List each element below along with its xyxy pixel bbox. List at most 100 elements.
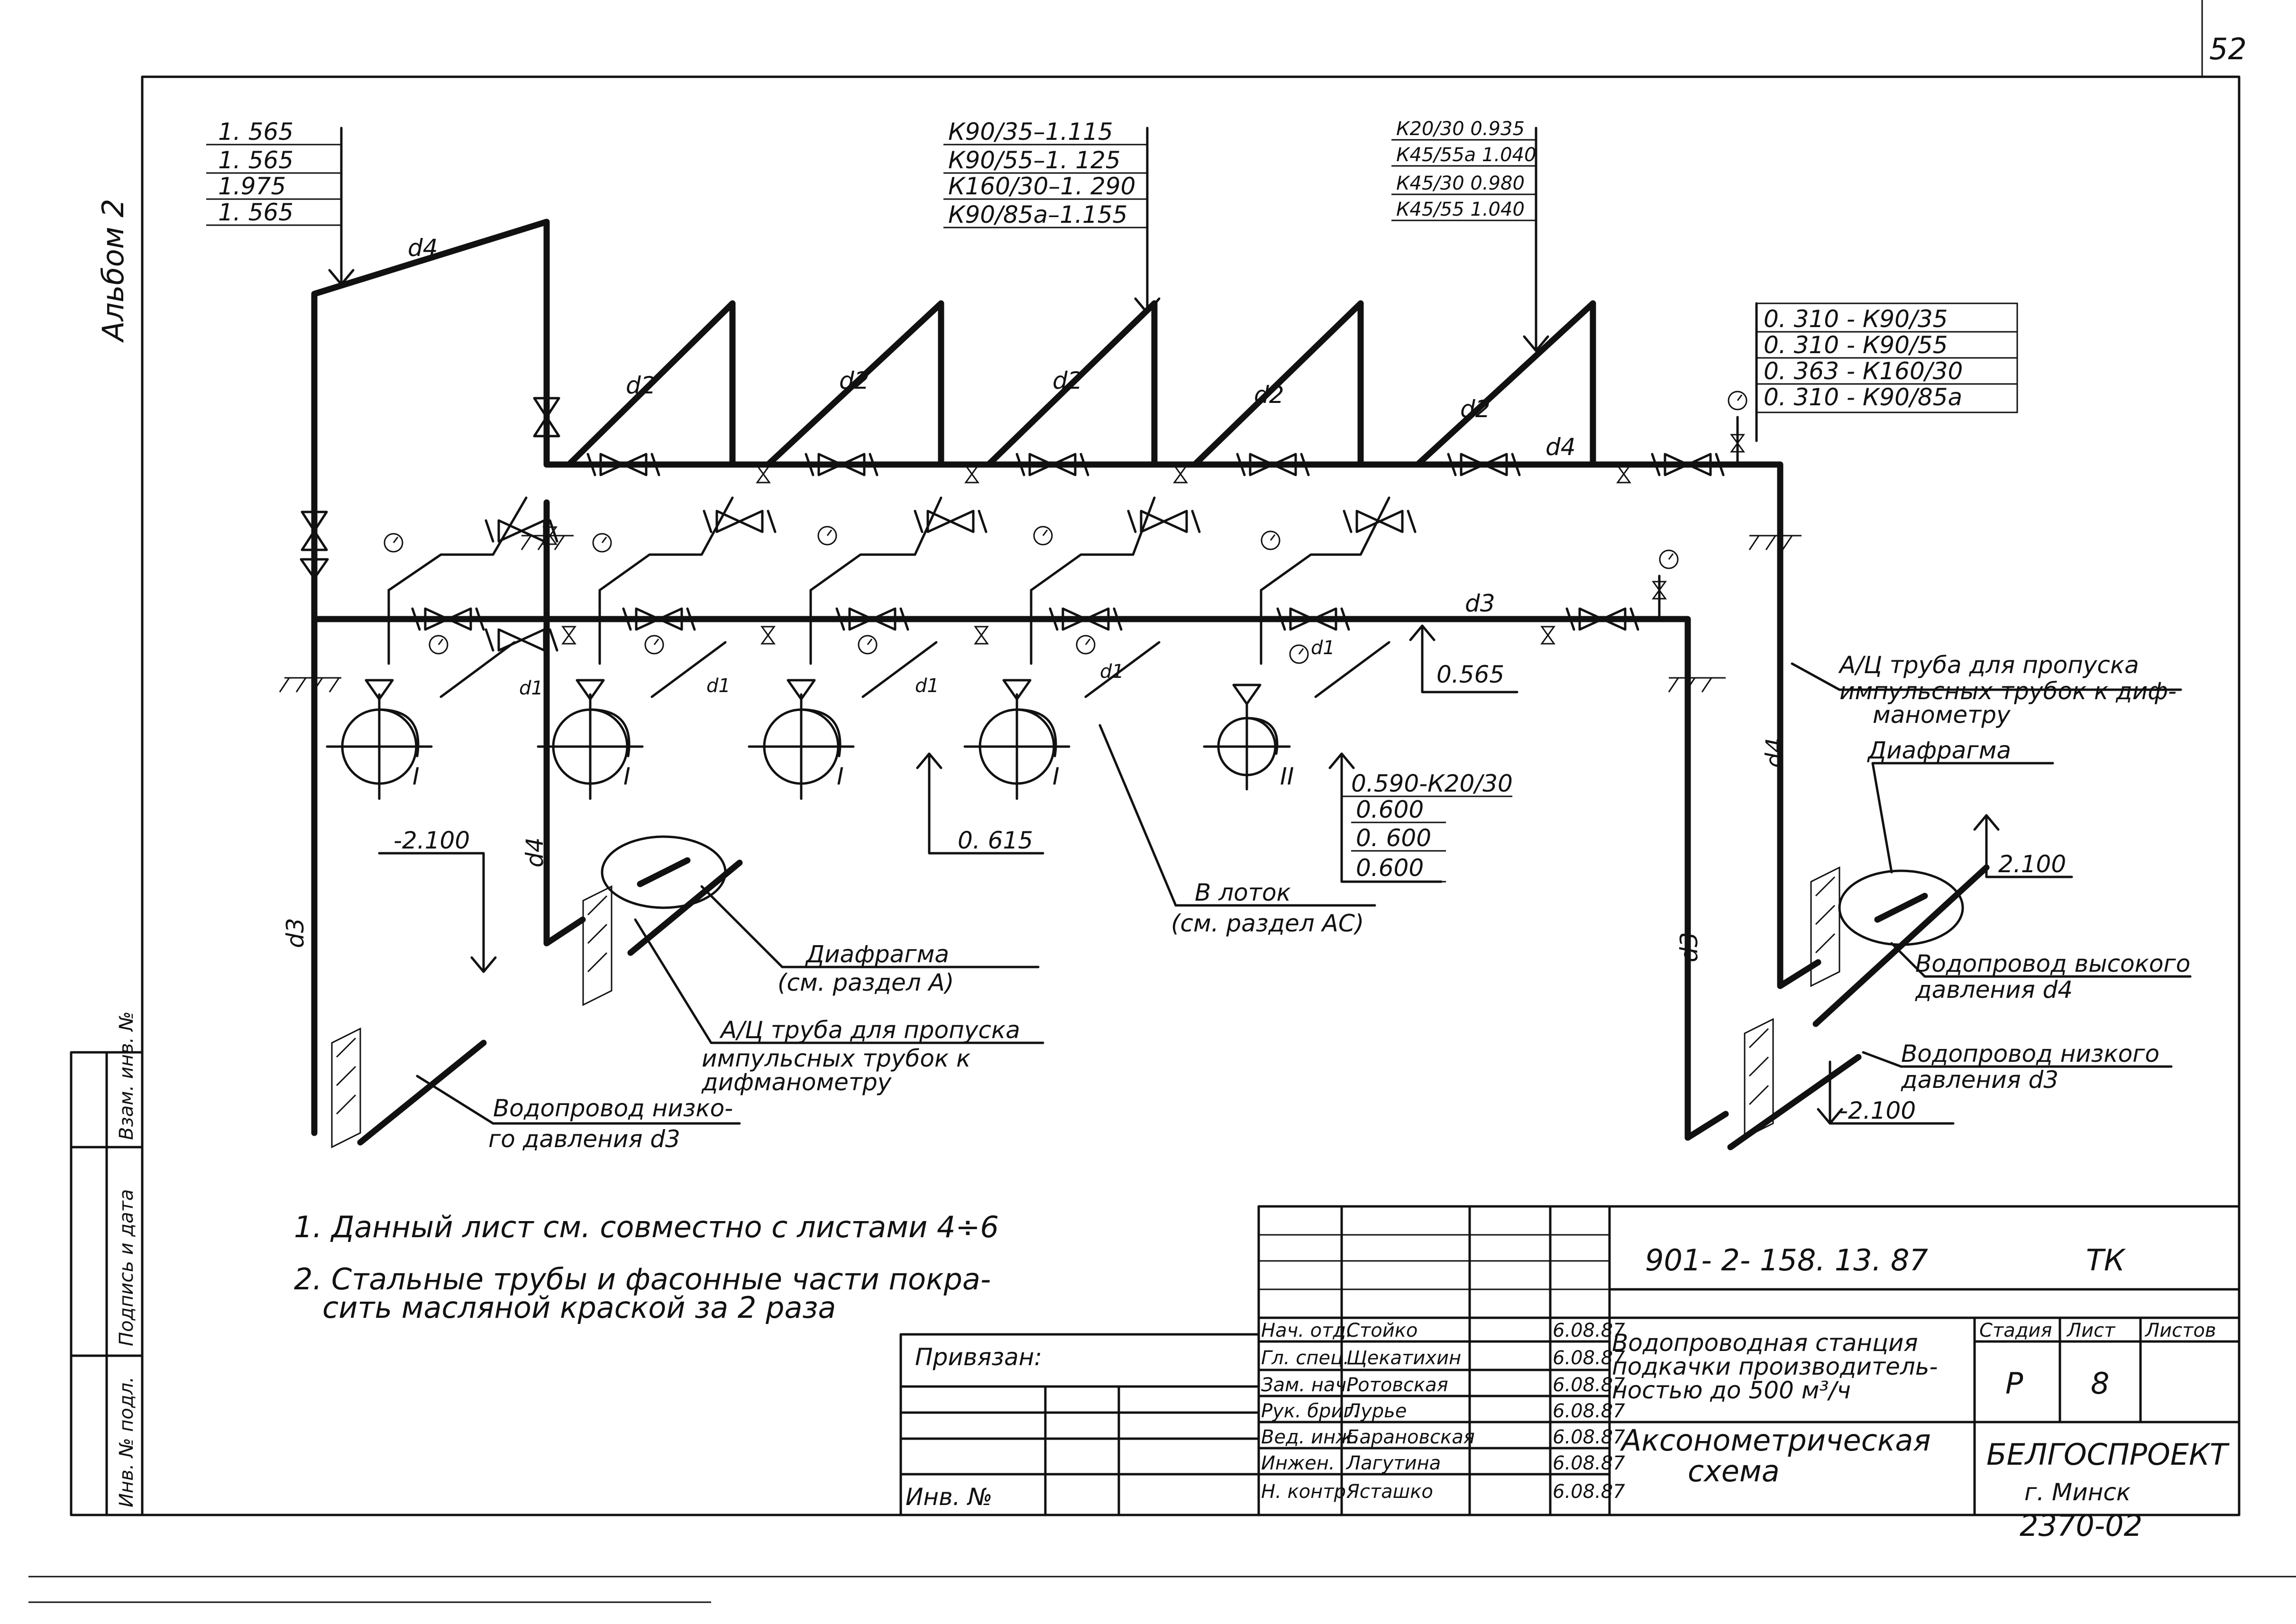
elev-tc-4: К90/85а–1.155 xyxy=(948,201,1127,228)
staff-name-4: Лурье xyxy=(1345,1400,1407,1422)
note-1: 1. Данный лист см. совместно с листами 4… xyxy=(294,1210,999,1244)
stage-value: Р xyxy=(2005,1366,2023,1401)
callout-pipe-right-2: импульсных трубок к диф- xyxy=(1839,677,2177,705)
staff-date-7: 6.08.87 xyxy=(1553,1481,1625,1503)
elev-rs-4: 0. 310 - К90/85а xyxy=(1764,383,1962,411)
elevations-right-side: 0. 310 - К90/35 0. 310 - К90/55 0. 363 -… xyxy=(1756,302,2018,413)
staff-role-1: Нач. отд. xyxy=(1261,1320,1352,1341)
elevations-top-left: 1. 565 1. 565 1.975 1. 565 xyxy=(206,118,341,226)
doc-code: 901- 2- 158. 13. 87 xyxy=(1645,1243,1928,1277)
pressure-gauges xyxy=(384,391,1747,664)
mark-d4-right: d4 xyxy=(1761,738,1788,768)
elevations-top-right: К20/30 0.935 К45/55а 1.040 К45/30 0.980 … xyxy=(1391,118,1536,221)
elev-cl-4: 0.600 xyxy=(1356,854,1424,882)
mark-d2-5: d2 xyxy=(1460,395,1491,423)
elevations-single: 0.565 0. 615 -2.100 2.100 -2.100 xyxy=(393,661,2066,1124)
callout-pipe-center-1: А/Ц труба для пропуска xyxy=(719,1016,1020,1044)
stage-label: Стадия xyxy=(1979,1320,2052,1341)
pump-label-1: I xyxy=(412,763,420,790)
mark-d4-left: d4 xyxy=(521,837,549,867)
sheet-value: 8 xyxy=(2091,1366,2109,1401)
elev-m2100-left: -2.100 xyxy=(393,827,470,854)
elev-rs-1: 0. 310 - К90/35 xyxy=(1764,305,1948,333)
staff-role-3: Зам. нач. xyxy=(1261,1374,1353,1396)
album-label: Альбом 2 xyxy=(96,199,130,343)
mark-d1-1: d1 xyxy=(519,677,543,699)
staff-role-2: Гл. спец. xyxy=(1261,1347,1349,1369)
staff-name-2: Щекатихин xyxy=(1346,1347,1461,1369)
staff-name-6: Лагутина xyxy=(1345,1452,1441,1474)
staff-role-7: Н. контр. xyxy=(1261,1481,1352,1503)
callout-pipe-center-3: дифманометру xyxy=(701,1068,892,1096)
elev-tl-2: 1. 565 xyxy=(218,146,293,174)
stamp-replacement-inv: Взам. инв. № xyxy=(116,1011,137,1140)
elevations-center-low: 0.590-К20/30 0.600 0. 600 0.600 xyxy=(1342,770,1513,883)
callout-low-water-left-1: Водопровод низко- xyxy=(493,1095,733,1122)
elev-cl-2: 0.600 xyxy=(1356,796,1424,823)
pipe-size-marks: d4 d2 d2 d2 d2 d2 d4 d3 d4 d3 d3 d4 d1 d… xyxy=(282,234,1788,962)
mark-d2-2: d2 xyxy=(839,367,869,394)
mark-d3-right: d3 xyxy=(1675,932,1703,962)
elev-tl-3: 1.975 xyxy=(218,173,286,200)
callout-pipe-right-3: манометру xyxy=(1873,701,2011,729)
elev-tl-1: 1. 565 xyxy=(218,118,293,146)
floor-marks xyxy=(279,535,1840,1149)
callout-diaphragm-center-2: (см. раздел А) xyxy=(778,969,954,996)
pump-label-3: I xyxy=(837,763,844,790)
elev-0615: 0. 615 xyxy=(958,827,1033,854)
callout-low-water-left-2: го давления d3 xyxy=(488,1125,680,1153)
mark-d1-5: d1 xyxy=(1311,637,1335,659)
callout-high-water-2: давления d4 xyxy=(1915,976,2073,1004)
elev-tc-3: К160/30–1. 290 xyxy=(948,173,1135,200)
staff-name-7: Ясташко xyxy=(1346,1481,1433,1503)
stamp-signature-date: Подпись и дата xyxy=(116,1189,137,1346)
pump-label-4: I xyxy=(1052,763,1060,790)
staff-date-2: 6.08.87 xyxy=(1553,1347,1625,1369)
mark-d2-4: d2 xyxy=(1254,381,1284,409)
project-line-1: Водопроводная станция xyxy=(1612,1329,1918,1357)
mark-d3-header: d3 xyxy=(1465,590,1495,617)
pump-label-2: I xyxy=(623,763,631,790)
mark-d4-header: d4 xyxy=(1546,433,1576,461)
staff-date-5: 6.08.87 xyxy=(1553,1426,1625,1448)
staff-role-4: Рук. бриг. xyxy=(1261,1400,1359,1422)
note-2-line-2: сить масляной краской за 2 раза xyxy=(322,1290,836,1325)
callout-diaphragm-right: Диафрагма xyxy=(1867,737,2011,764)
side-stamp: Инв. № подл. Подпись и дата Взам. инв. № xyxy=(70,1011,144,1516)
elev-tr-4: К45/55 1.040 xyxy=(1396,199,1525,220)
elevations-top-center: К90/35–1.115 К90/55–1. 125 К160/30–1. 29… xyxy=(943,118,1147,228)
elev-cl-1: 0.590-К20/30 xyxy=(1351,770,1513,797)
callout-pipe-center-2: импульсных трубок к xyxy=(702,1045,970,1072)
mark-d2-1: d2 xyxy=(626,372,656,399)
elev-tc-2: К90/55–1. 125 xyxy=(948,146,1121,174)
note-2-line-1: 2. Стальные трубы и фасонные части покра… xyxy=(294,1262,991,1296)
callout-diaphragm-center-1: Диафрагма xyxy=(805,940,949,968)
pump-label-5: II xyxy=(1280,763,1294,790)
callout-low-water-right-1: Водопровод низкого xyxy=(1901,1040,2159,1067)
valves xyxy=(300,398,1745,650)
organization-city: г. Минск xyxy=(2024,1478,2131,1506)
callout-pipe-right-1: А/Ц труба для пропуска xyxy=(1838,651,2139,679)
pumps: I I I I II xyxy=(326,679,1294,800)
staff-name-5: Барановская xyxy=(1346,1426,1475,1448)
staff-name-3: Ротовская xyxy=(1346,1374,1448,1396)
sheet-frame: 52 Альбом 2 xyxy=(28,0,2296,1603)
stamp-inv-orig: Инв. № подл. xyxy=(116,1377,137,1507)
callout-high-water-1: Водопровод высокого xyxy=(1915,950,2190,977)
mark-d3-left: d3 xyxy=(282,918,309,948)
elev-tr-2: К45/55а 1.040 xyxy=(1396,144,1536,166)
sheet-title-2: схема xyxy=(1688,1454,1780,1488)
staff-date-4: 6.08.87 xyxy=(1553,1400,1625,1422)
callouts: В лоток (см. раздел АС) Диафрагма (см. р… xyxy=(416,651,2192,1153)
elev-tc-1: К90/35–1.115 xyxy=(948,118,1113,146)
sheets-label: Листов xyxy=(2144,1320,2216,1341)
sheet-title-1: Аксонометрическая xyxy=(1619,1423,1931,1458)
project-line-3: ностью до 500 м³/ч xyxy=(1612,1377,1851,1404)
staff-role-5: Вед. инж. xyxy=(1261,1426,1359,1448)
staff-date-6: 6.08.87 xyxy=(1553,1452,1625,1474)
elev-rs-3: 0. 363 - К160/30 xyxy=(1764,357,1963,385)
elev-tr-3: К45/30 0.980 xyxy=(1396,173,1525,194)
callout-tray-1: В лоток xyxy=(1195,879,1291,906)
